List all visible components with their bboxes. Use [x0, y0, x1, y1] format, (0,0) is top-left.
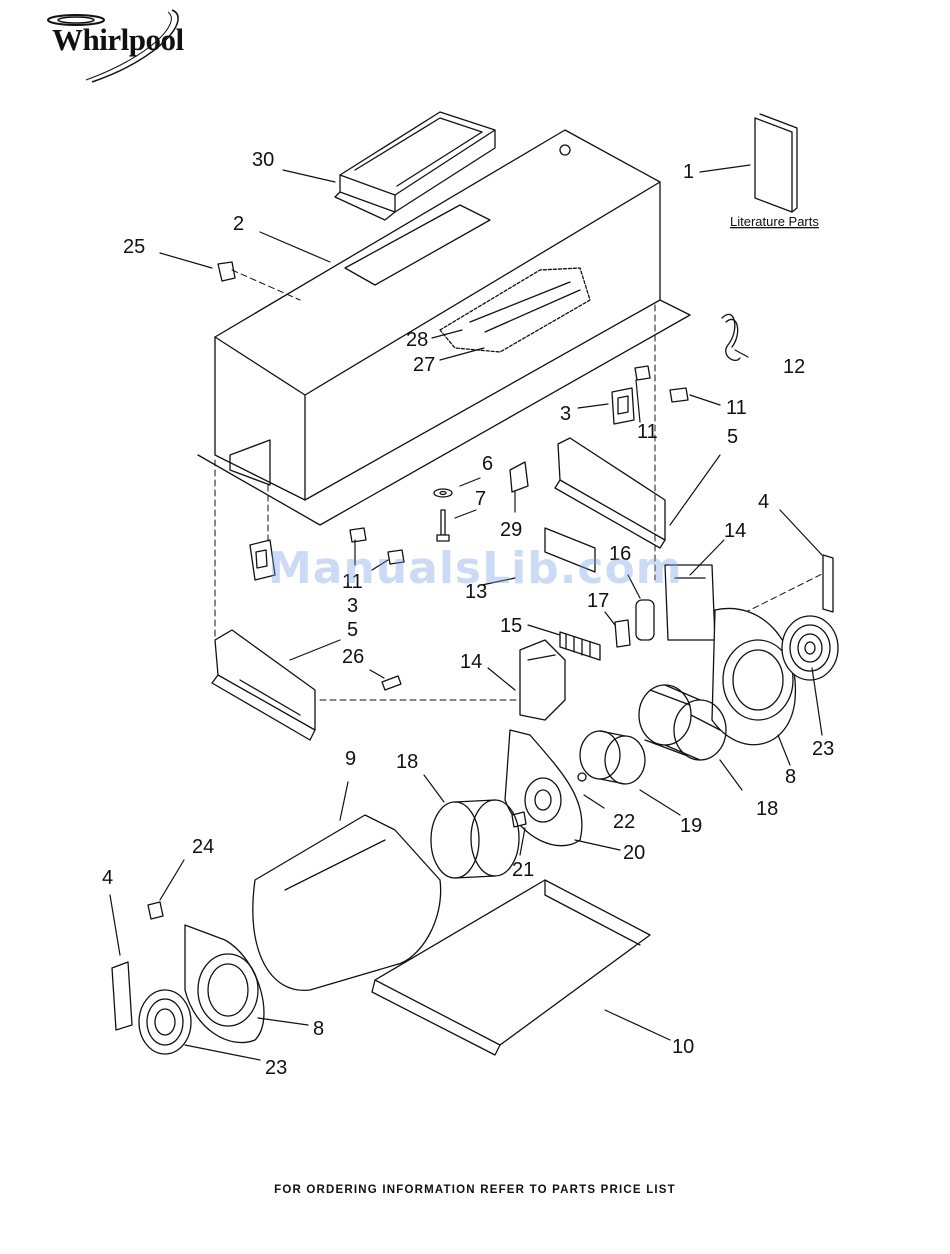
part-16-capacitor [636, 600, 654, 640]
callout-3-upper: 3 [560, 403, 571, 425]
part-2-housing [198, 130, 690, 525]
callout-5-left: 5 [347, 619, 358, 641]
footer-note: FOR ORDERING INFORMATION REFER TO PARTS … [0, 1184, 950, 1196]
part-4-bracket-left [112, 962, 132, 1030]
callout-28: 28 [406, 329, 428, 351]
callout-26: 26 [342, 646, 364, 668]
callout-11-right: 11 [726, 397, 747, 419]
callout-7: 7 [475, 488, 486, 510]
callout-30: 30 [252, 149, 274, 171]
callout-15: 15 [500, 615, 522, 637]
part-4-bracket-right [823, 555, 833, 612]
callout-19: 19 [680, 815, 702, 837]
callout-11-mid: 11 [637, 421, 658, 443]
part-29-bracket [510, 462, 528, 492]
callout-21: 21 [512, 859, 534, 881]
part-15-terminal-block [560, 632, 600, 660]
part-12-cord [722, 314, 740, 360]
part-17-clip [615, 620, 630, 647]
part-8-blower-housing-left [185, 925, 264, 1043]
part-6-washer [434, 489, 452, 497]
callout-18-left: 18 [396, 751, 418, 773]
part-18-blower-wheel-left [431, 800, 519, 878]
part-26-screw [382, 676, 401, 690]
part-8-blower-housing-right [712, 608, 795, 744]
part-20-scroll-plate [505, 730, 582, 846]
part-7-screw [437, 510, 449, 541]
callout-4-right: 4 [758, 491, 769, 513]
watermark: ManualsLib.com [268, 543, 683, 594]
callout-27: 27 [413, 354, 435, 376]
callout-20: 20 [623, 842, 645, 864]
callout-8-right: 8 [785, 766, 796, 788]
callout-6: 6 [482, 453, 493, 475]
part-22-nut [578, 773, 586, 781]
callout-1: 1 [683, 161, 694, 183]
callout-23-right: 23 [812, 738, 834, 760]
callout-2: 2 [233, 213, 244, 235]
callout-5-right: 5 [727, 426, 738, 448]
part-1-literature [755, 114, 797, 212]
part-23-grille-right [782, 616, 838, 680]
part-19-motor [580, 731, 645, 784]
callout-3-lower: 3 [347, 595, 358, 617]
part-5-bracket-right [555, 438, 665, 548]
callout-29: 29 [500, 519, 522, 541]
callout-22: 22 [613, 811, 635, 833]
part-24-screw [148, 902, 163, 919]
callout-14-upper: 14 [724, 520, 746, 542]
callout-12: 12 [783, 356, 805, 378]
part-23-grille-left [139, 990, 191, 1054]
literature-parts-caption: Literature Parts [730, 214, 819, 229]
callout-24: 24 [192, 836, 214, 858]
callout-14-lower: 14 [460, 651, 482, 673]
callout-18-right: 18 [756, 798, 778, 820]
callout-8-left: 8 [313, 1018, 324, 1040]
part-3-switch-upper [612, 388, 634, 424]
part-14-bracket-lower [520, 640, 565, 720]
callout-9: 9 [345, 748, 356, 770]
callout-4-left: 4 [102, 867, 113, 889]
callout-25: 25 [123, 236, 145, 258]
callout-10: 10 [672, 1036, 694, 1058]
part-25-clip [218, 262, 235, 281]
callout-23-left: 23 [265, 1057, 287, 1079]
part-5-bracket-left [212, 630, 315, 740]
